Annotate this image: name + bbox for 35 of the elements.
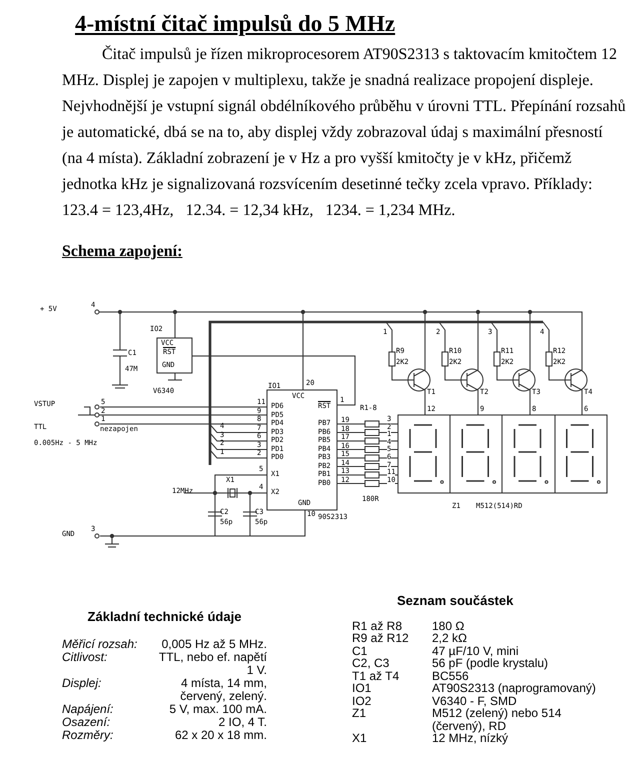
part-designator: R9 až R12 <box>352 632 410 644</box>
part-designator: IO1 <box>352 682 372 694</box>
part-description: 47 µF/10 V, mini <box>432 644 520 657</box>
part-description: AT90S2313 (naprogramovaný) <box>432 682 597 694</box>
spec-name: Citlivost: <box>62 651 108 666</box>
spec-value: 5 V, max. 100 mA. <box>169 703 267 716</box>
part-description: M512 (zelený) nebo 514 (červený), RD <box>432 707 562 732</box>
part-description: 56 pF (podle krystalu) <box>432 657 550 670</box>
part-description: 180 Ω <box>432 620 466 632</box>
part-designator: IO2 <box>352 694 372 707</box>
spec-value: 2 IO, 4 T. <box>218 716 267 729</box>
spec-name: Napájení: <box>62 703 114 716</box>
page-title: 4-místní čitač impulsů do 5 MHz <box>75 10 396 38</box>
spec-value: 0,005 Hz až 5 MHz. <box>162 638 267 651</box>
section-heading: Schema zapojení: <box>62 242 182 262</box>
description-paragraph: Čitač impulsů je řízen mikroprocesorem AT90S2313 s taktovacím kmitočtem 12 MHz. Displej je zapojen v multiplexu, takže je snadná realizace propojení displeje. Nejvhodnější je vstupní signál obdélníkového průběhu v úrovni TTL. Přepínání rozsahů je automatické, dbá se na to, aby displej vždy zobrazoval údaj s maximální přesností (na 4 místa). Základní zobrazení je v Hz a pro vyšší kmitočty je v kHz, přičemž jednotka kHz je signalizovaná rozsvícením desetinné tečky zcela vpravo. Příklady: 123.4 = 123,4Hz, 12.34. = 12,34 kHz, 1234. = 1,234 MHz. <box>62 44 627 221</box>
spec-name: Osazení: <box>62 716 110 729</box>
spec-name: Měřicí rozsah: <box>62 638 138 651</box>
spec-name: Displej: <box>62 677 102 692</box>
part-designator: T1 až T4 <box>352 670 400 682</box>
table-heading: Seznam součástek <box>396 595 514 608</box>
part-designator: C2, C3 <box>352 657 390 670</box>
part-designator: X1 <box>352 732 368 744</box>
part-description: V6340 - F, SMD <box>432 694 517 707</box>
part-description: 2,2 kΩ <box>432 632 468 644</box>
spec-value: 4 místa, 14 mm, červený, zelený. <box>179 677 267 703</box>
part-designator: R1 až R8 <box>352 620 404 632</box>
part-designator: Z1 <box>352 707 368 722</box>
part-description: BC556 <box>432 670 469 682</box>
table-heading: Základní technické údaje <box>86 610 242 623</box>
spec-value: TTL, nebo ef. napětí 1 V. <box>158 651 267 677</box>
spec-value: 62 x 20 x 18 mm. <box>174 729 267 742</box>
spec-name: Rozměry: <box>62 729 114 742</box>
part-description: 12 MHz, nízký <box>432 732 510 744</box>
part-designator: C1 <box>352 644 368 657</box>
